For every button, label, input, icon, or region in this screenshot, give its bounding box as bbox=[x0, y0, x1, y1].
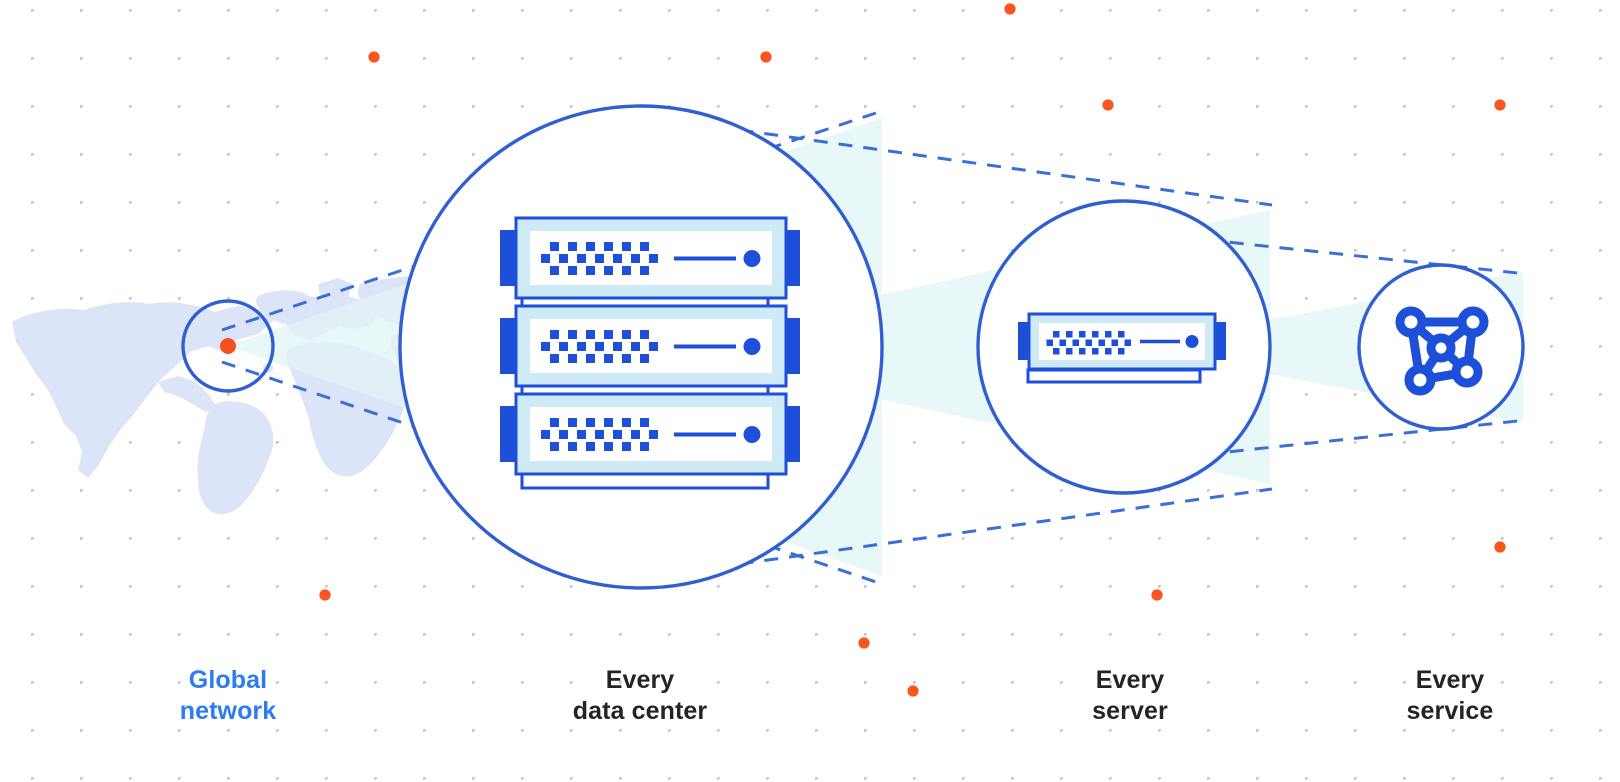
server-rack-icon bbox=[498, 216, 802, 490]
stage-global-network[interactable] bbox=[181, 299, 275, 393]
label-every-server: Every server bbox=[1092, 666, 1168, 725]
label-every-data-center: Every data center bbox=[572, 666, 708, 725]
location-pin-dot bbox=[220, 338, 236, 354]
global-network-circle[interactable] bbox=[181, 299, 275, 393]
single-server-icon bbox=[1016, 312, 1228, 384]
accent-dots bbox=[319, 3, 1506, 697]
network-graph-icon bbox=[1395, 306, 1489, 396]
label-global-network: Global network bbox=[179, 666, 277, 725]
stage-every-server[interactable] bbox=[976, 199, 1272, 495]
stage-every-service[interactable] bbox=[1357, 263, 1525, 431]
stage-every-data-center[interactable] bbox=[398, 104, 884, 590]
label-every-service: Every service bbox=[1406, 666, 1494, 725]
